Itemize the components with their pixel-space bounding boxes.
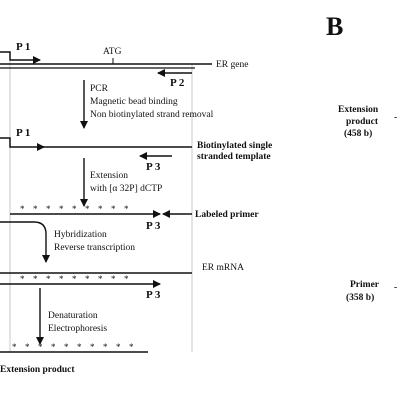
label-star: *	[116, 342, 121, 352]
label-star: *	[124, 204, 129, 214]
label-star: *	[72, 204, 77, 214]
label-star: *	[25, 342, 30, 352]
er-mrna-label: ER mRNA	[202, 263, 244, 273]
label-star: *	[20, 274, 25, 284]
label-star: *	[124, 274, 129, 284]
biotinylated-label-line2: stranded template	[197, 152, 271, 162]
biotinylated-label-line1: Biotinylated single	[197, 141, 272, 151]
step4-line1: Denaturation	[48, 311, 98, 321]
labeled-primer-stars: * * * * * * * * *	[20, 204, 129, 214]
label-star: *	[64, 342, 69, 352]
atg-label: ATG	[103, 47, 122, 57]
step1-line1: PCR	[90, 84, 109, 94]
label-star: *	[59, 204, 64, 214]
p3-label-row4: P 3	[146, 289, 161, 301]
label-star: *	[59, 274, 64, 284]
label-star: *	[85, 274, 90, 284]
label-star: *	[98, 204, 103, 214]
panel-label-b: B	[326, 12, 343, 41]
gel-extension-label-line2: product	[346, 117, 379, 127]
step3-arrow	[0, 221, 50, 263]
p2-label: P 2	[170, 77, 185, 89]
gel-extension-label-line1: Extension	[338, 105, 379, 115]
gel-primer-label-line1: Primer	[350, 280, 380, 290]
label-star: *	[129, 342, 134, 352]
label-star: *	[12, 342, 17, 352]
gel-extension-band-mark: -	[394, 113, 397, 123]
p1-arrow-row1	[0, 51, 41, 64]
label-star: *	[72, 274, 77, 284]
label-star: *	[77, 342, 82, 352]
p3-label-row3: P 3	[146, 220, 161, 232]
labeled-primer-label: Labeled primer	[195, 210, 259, 220]
extension-product-label: Extension product	[0, 365, 75, 375]
gel-extension-label-line3: (458 b)	[344, 128, 372, 139]
label-star: *	[51, 342, 56, 352]
p1-arrow-row2	[0, 137, 45, 151]
step2-line1: Extension	[90, 171, 128, 181]
p3-label-row2: P 3	[146, 161, 161, 173]
extension-product-stars: * * * * * * * * * *	[12, 342, 134, 352]
p1-label-row2: P 1	[16, 127, 30, 139]
label-star: *	[98, 274, 103, 284]
label-star: *	[46, 204, 51, 214]
label-star: *	[33, 274, 38, 284]
gel-primer-band-mark: -	[394, 283, 397, 293]
label-star: *	[90, 342, 95, 352]
gel-primer-label-line2: (358 b)	[346, 292, 374, 303]
step1-line2: Magnetic bead binding	[90, 97, 178, 107]
label-star: *	[85, 204, 90, 214]
step4-line2: Electrophoresis	[48, 324, 107, 334]
label-star: *	[46, 274, 51, 284]
step2-line2: with [α 32P] dCTP	[90, 184, 162, 194]
label-star: *	[111, 274, 116, 284]
label-star: *	[33, 204, 38, 214]
label-star: *	[38, 342, 43, 352]
cdna-stars: * * * * * * * * *	[20, 274, 129, 284]
label-star: *	[103, 342, 108, 352]
label-star: *	[20, 204, 25, 214]
step3-line2: Reverse transcription	[54, 243, 135, 253]
step3-line1: Hybridization	[54, 230, 107, 240]
label-star: *	[111, 204, 116, 214]
er-gene-label: ER gene	[216, 60, 248, 70]
p1-label-row1: P 1	[16, 41, 30, 53]
step1-line3: Non biotinylated strand removal	[90, 110, 214, 120]
